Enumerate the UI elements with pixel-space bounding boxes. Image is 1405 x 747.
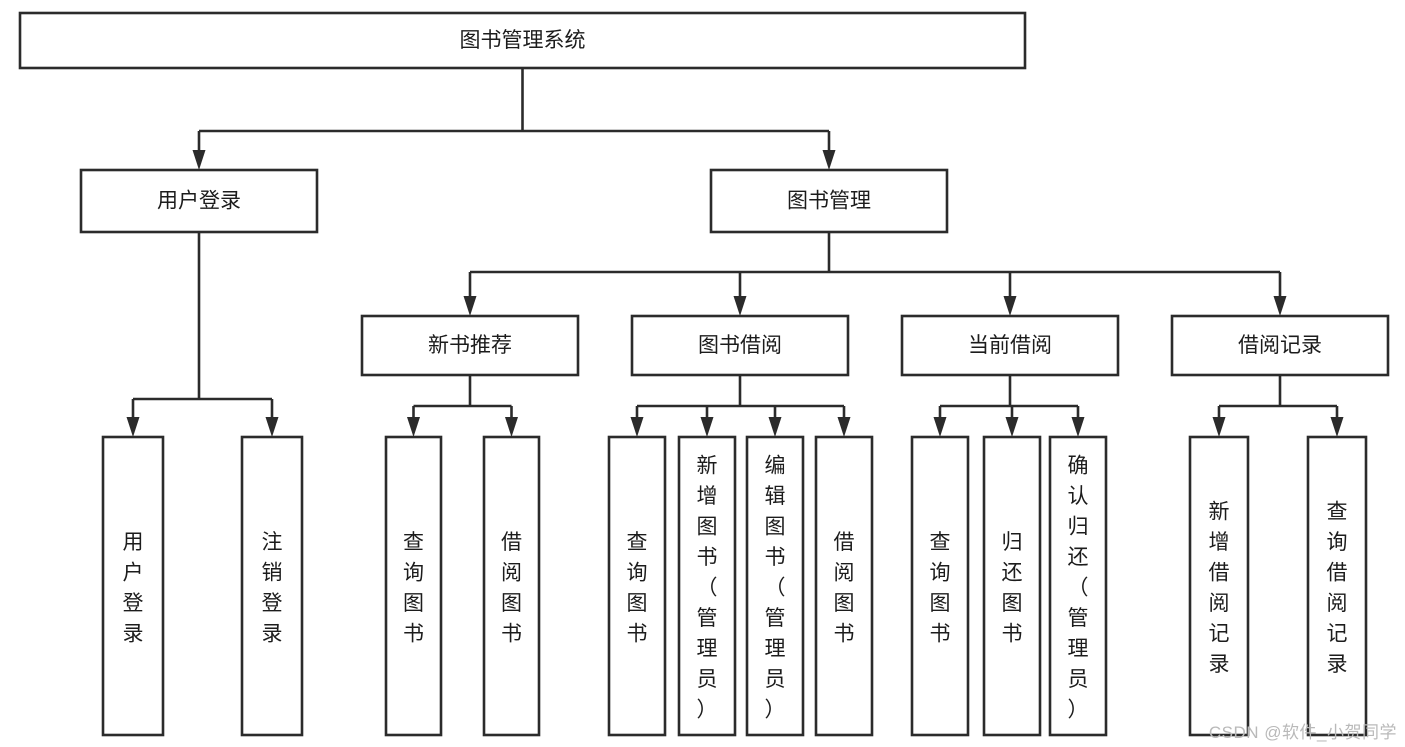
- node-box: [607, 435, 667, 737]
- node-label: 新增图书（管理员）: [697, 455, 718, 722]
- arrow-head-icon: [192, 150, 206, 170]
- arrow-head-icon: [126, 417, 140, 437]
- node-box: [1170, 314, 1390, 377]
- watermark-text: CSDN @软件_小贺同学: [1208, 723, 1397, 742]
- node-leaf-edit-book-admin[interactable]: 编辑图书（管理员）: [745, 435, 805, 737]
- node-box: [709, 168, 949, 234]
- node-box: [1306, 435, 1368, 737]
- node-label: 图书借阅: [698, 334, 782, 357]
- node-box: [1188, 435, 1250, 737]
- node-label: 用户登录: [123, 531, 144, 646]
- node-box: [745, 435, 805, 737]
- node-box: [360, 314, 580, 377]
- node-box: [1048, 435, 1108, 737]
- node-box: [79, 168, 319, 234]
- node-leaf-borrow-books-1[interactable]: 借阅图书: [482, 435, 541, 737]
- node-leaf-query-books-1[interactable]: 查询图书: [384, 435, 443, 737]
- node-leaf-user-login[interactable]: 用户登录: [101, 435, 165, 737]
- node-box: [630, 314, 850, 377]
- arrow-head-icon: [1003, 296, 1017, 316]
- node-leaf-confirm-return-admin[interactable]: 确认归还（管理员）: [1048, 435, 1108, 737]
- arrow-head-icon: [768, 417, 782, 437]
- node-label: 新书推荐: [428, 334, 512, 357]
- arrow-head-icon: [505, 417, 518, 437]
- node-leaf-add-book-admin[interactable]: 新增图书（管理员）: [677, 435, 737, 737]
- node-new-book-recommend[interactable]: 新书推荐: [360, 314, 580, 377]
- node-label: 确认归还（管理员）: [1068, 455, 1089, 722]
- arrow-head-icon: [700, 417, 714, 437]
- node-label: 当前借阅: [968, 334, 1052, 357]
- node-label: 查询图书: [627, 531, 648, 646]
- node-leaf-query-borrow-record[interactable]: 查询借阅记录: [1306, 435, 1368, 737]
- arrow-head-icon: [1273, 296, 1287, 316]
- arrow-head-icon: [407, 417, 420, 437]
- node-leaf-borrow-books-2[interactable]: 借阅图书: [814, 435, 874, 737]
- node-box: [982, 435, 1042, 737]
- node-box: [482, 435, 541, 737]
- node-label: 新增借阅记录: [1209, 500, 1230, 676]
- node-box: [18, 11, 1027, 70]
- arrow-head-icon: [933, 417, 947, 437]
- arrow-head-icon: [630, 417, 644, 437]
- node-book-borrow[interactable]: 图书借阅: [630, 314, 850, 377]
- arrow-head-icon: [265, 417, 279, 437]
- node-leaf-add-borrow-record[interactable]: 新增借阅记录: [1188, 435, 1250, 737]
- node-label: 归还图书: [1002, 531, 1023, 646]
- node-box: [910, 435, 970, 737]
- node-label: 编辑图书（管理员）: [765, 455, 786, 722]
- arrow-head-icon: [1330, 417, 1344, 437]
- node-label: 借阅图书: [834, 531, 855, 646]
- node-box: [900, 314, 1120, 377]
- node-label: 图书管理系统: [460, 29, 586, 52]
- arrow-head-icon: [463, 296, 477, 316]
- node-box: [814, 435, 874, 737]
- arrow-head-icon: [1071, 417, 1085, 437]
- node-box: [384, 435, 443, 737]
- node-label: 查询图书: [403, 531, 424, 646]
- arrow-head-icon: [1005, 417, 1019, 437]
- node-box: [677, 435, 737, 737]
- node-leaf-query-books-3[interactable]: 查询图书: [910, 435, 970, 737]
- node-user-login[interactable]: 用户登录: [79, 168, 319, 234]
- node-current-borrow[interactable]: 当前借阅: [900, 314, 1120, 377]
- node-label: 用户登录: [157, 190, 241, 213]
- arrow-head-icon: [822, 150, 836, 170]
- arrow-head-icon: [733, 296, 747, 316]
- node-label: 借阅图书: [501, 531, 522, 646]
- node-label: 借阅记录: [1238, 334, 1322, 357]
- node-box: [240, 435, 304, 737]
- node-leaf-logout[interactable]: 注销登录: [240, 435, 304, 737]
- node-leaf-query-books-2[interactable]: 查询图书: [607, 435, 667, 737]
- node-label: 注销登录: [262, 531, 283, 646]
- node-leaf-return-books[interactable]: 归还图书: [982, 435, 1042, 737]
- node-box: [101, 435, 165, 737]
- node-label: 查询借阅记录: [1327, 500, 1348, 676]
- node-label: 查询图书: [930, 531, 951, 646]
- node-book-management[interactable]: 图书管理: [709, 168, 949, 234]
- connector-layer: [126, 68, 1344, 437]
- node-root[interactable]: 图书管理系统: [18, 11, 1027, 70]
- node-label: 图书管理: [787, 190, 871, 213]
- node-layer: 图书管理系统用户登录图书管理新书推荐图书借阅当前借阅借阅记录用户登录注销登录查询…: [18, 11, 1390, 737]
- arrow-head-icon: [837, 417, 851, 437]
- node-borrow-records[interactable]: 借阅记录: [1170, 314, 1390, 377]
- arrow-head-icon: [1212, 417, 1226, 437]
